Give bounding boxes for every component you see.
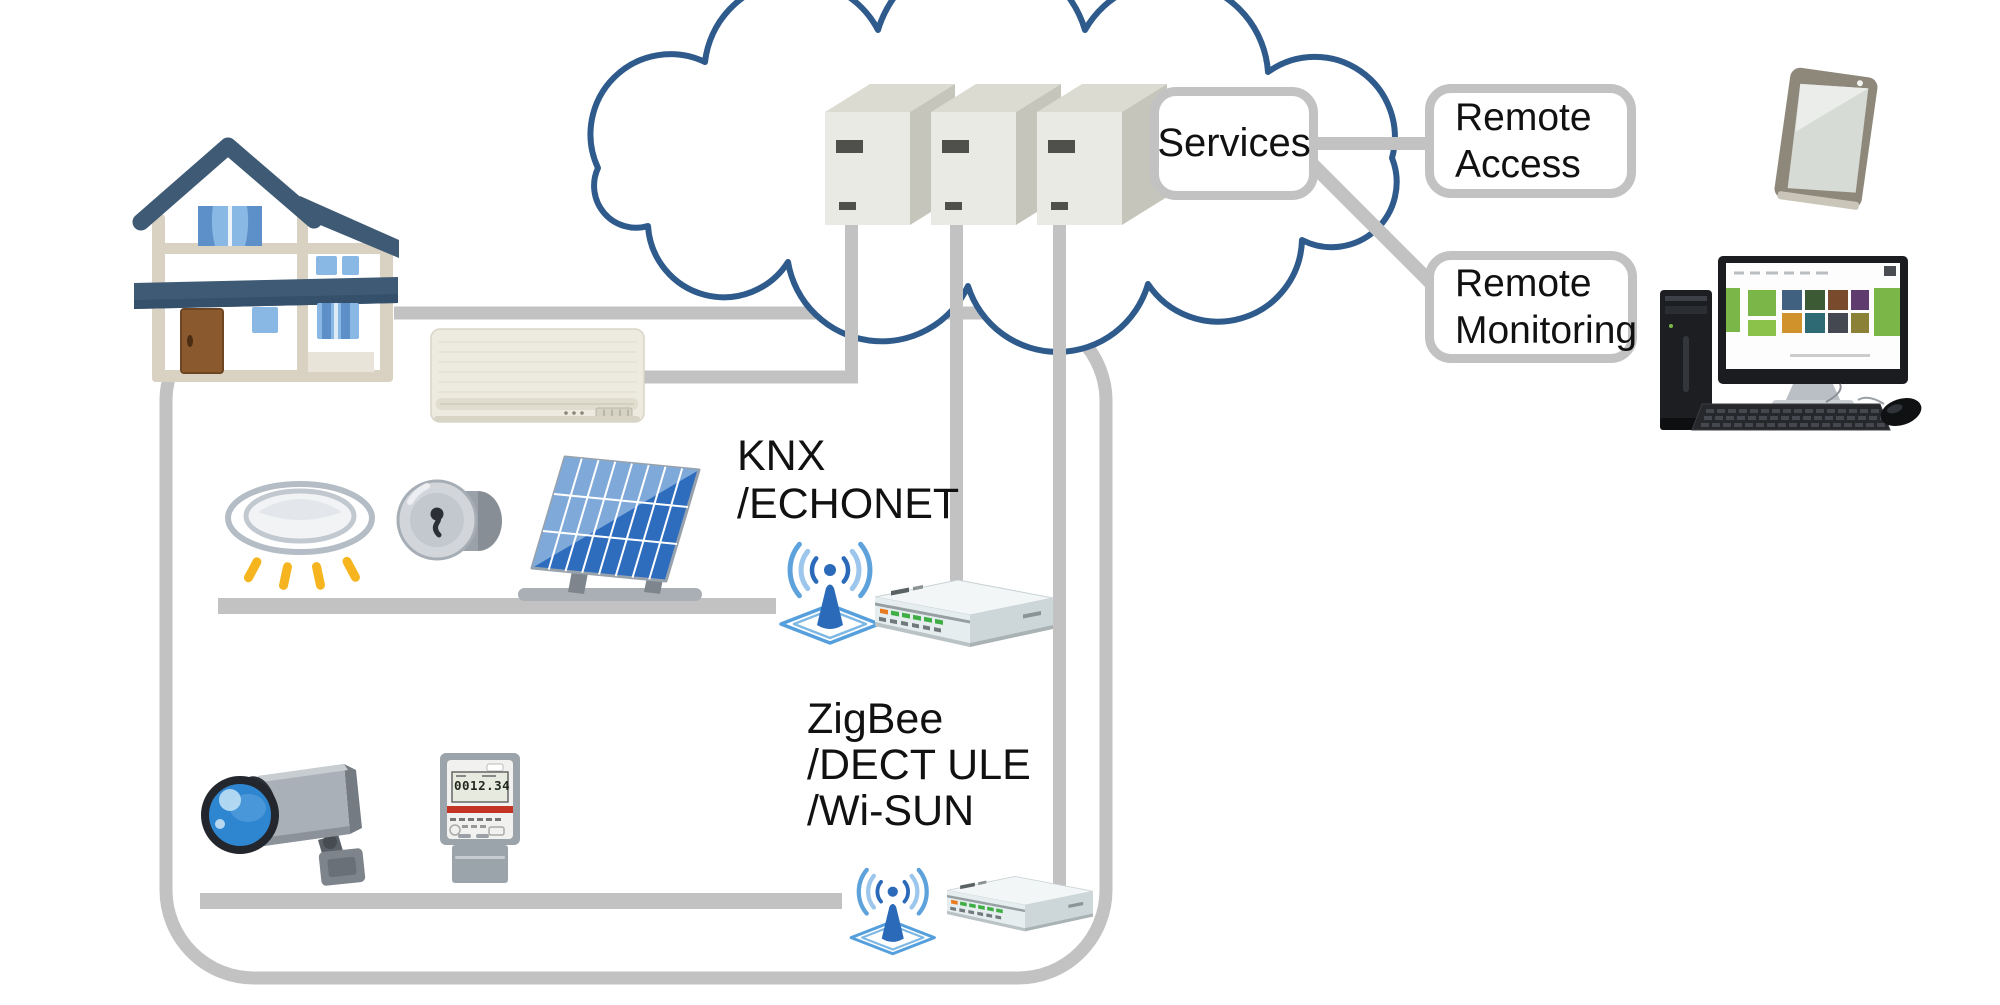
wifi-antenna-icon: [851, 870, 934, 954]
first-floor-window: [317, 303, 359, 339]
lower-protocols-label: ZigBee /DECT ULE /Wi-SUN: [807, 696, 1031, 834]
protocol-label-line: /ECHONET: [737, 480, 960, 528]
solar-panel-icon: [518, 455, 702, 601]
gable-roof: [132, 137, 323, 231]
light-rays: [243, 556, 360, 590]
protocol-label-line: ZigBee: [807, 695, 944, 743]
smartphone-icon: [1774, 67, 1878, 210]
services-box: Services: [1150, 87, 1318, 200]
connector-lines: [200, 137, 1446, 909]
protocol-label-line: /DECT ULE: [807, 741, 1031, 789]
air-conditioner-icon: [430, 328, 645, 423]
server-icon: [1037, 84, 1167, 225]
protocol-label-line: KNX: [737, 432, 826, 480]
monitor-screen-content: [1726, 266, 1900, 357]
services-label: Services: [1157, 121, 1311, 165]
door-lock-icon: [396, 479, 502, 561]
desktop-computer-icon: [1660, 256, 1922, 431]
side-roof: [294, 196, 399, 258]
second-floor-window: [198, 206, 262, 246]
remote-monitoring-label-line: Remote: [1455, 262, 1592, 305]
remote-access-box: Remote Access: [1425, 84, 1636, 198]
remote-access-label-line: Access: [1455, 143, 1581, 186]
security-camera-icon: [201, 764, 366, 886]
protocol-label-line: /Wi-SUN: [807, 787, 975, 835]
remote-access-label-line: Remote: [1455, 96, 1592, 139]
house-icon: [132, 137, 399, 382]
wifi-router-icon: [946, 876, 1094, 932]
front-door: [180, 308, 224, 374]
mouse: [1880, 398, 1922, 426]
upper-protocols-label: KNX /ECHONET: [737, 432, 959, 528]
home-network-boundary: [159, 306, 1113, 985]
services-remote-monitoring-connector: [1308, 160, 1446, 298]
wifi-antenna-icon: [781, 544, 879, 643]
remote-monitoring-box: Remote Monitoring: [1425, 251, 1637, 363]
smart-meter-reading: 0012.34: [454, 778, 511, 793]
ceiling-light-icon: [225, 481, 375, 590]
smart-meter-icon: [440, 753, 520, 883]
wifi-router-icon: [874, 579, 1054, 648]
remote-monitoring-label-line: Monitoring: [1455, 309, 1638, 352]
